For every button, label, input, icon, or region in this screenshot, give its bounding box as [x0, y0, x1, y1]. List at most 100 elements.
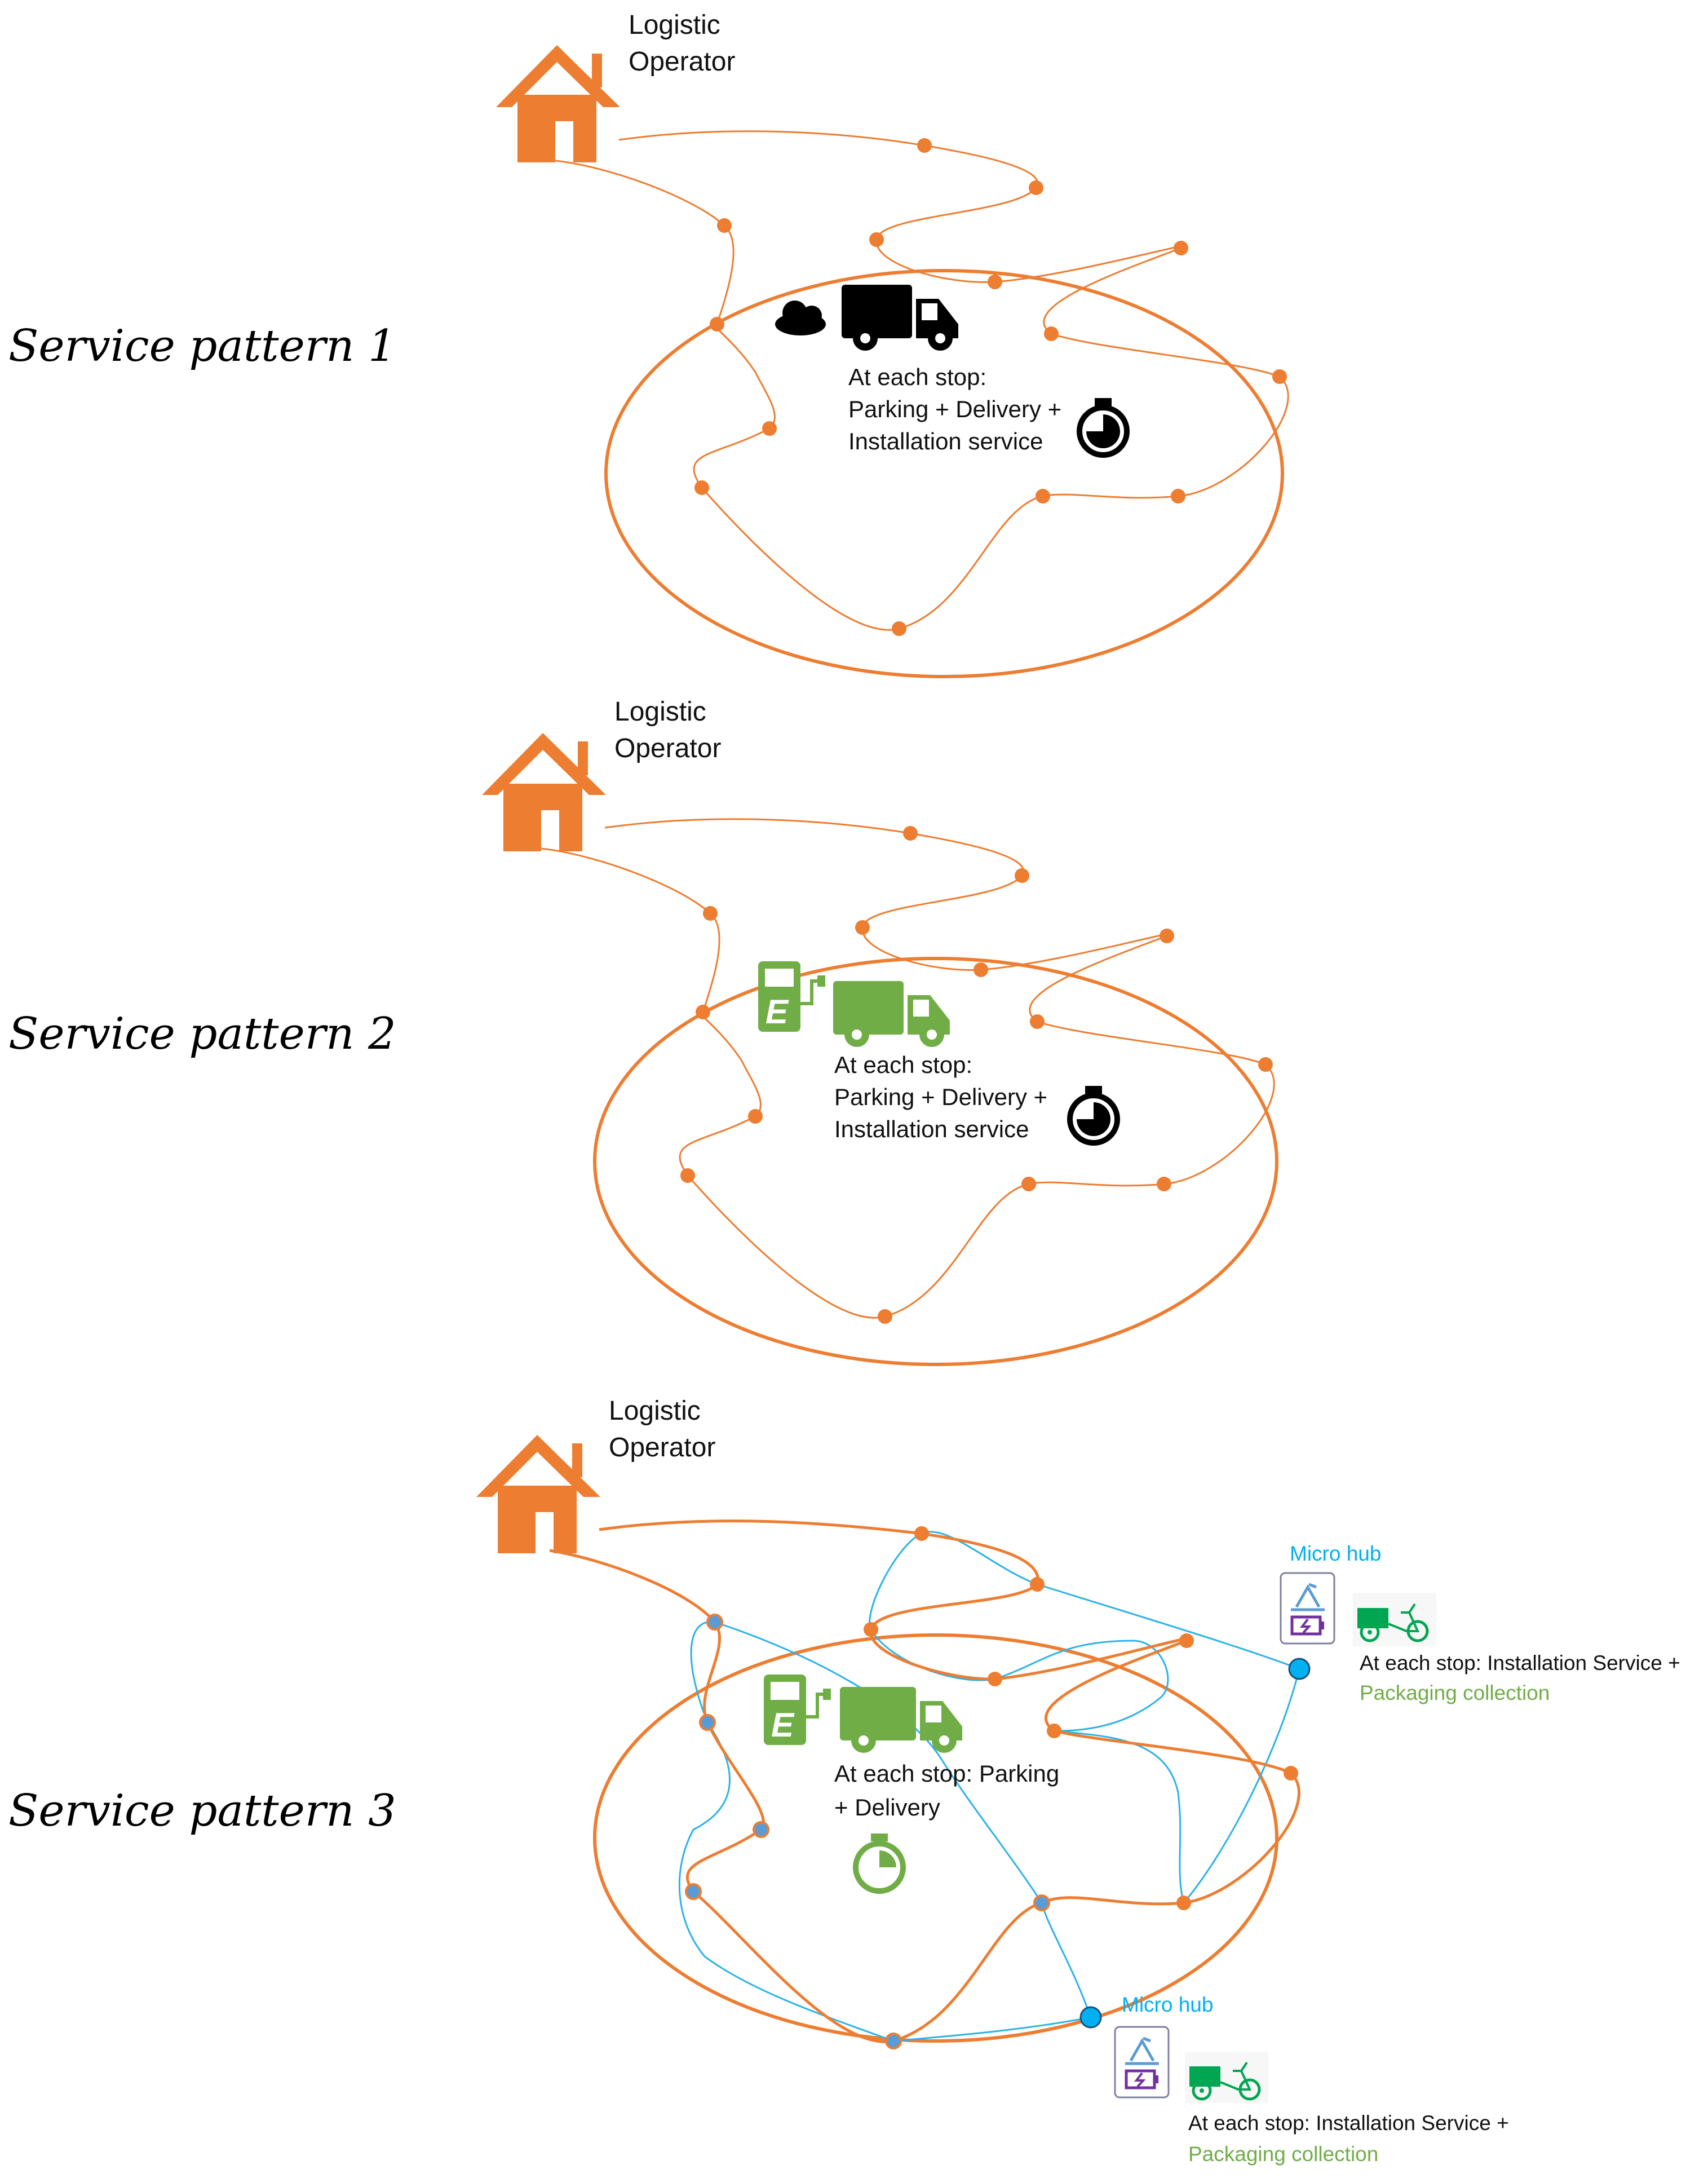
electric-truck-icon: [833, 981, 950, 1047]
stop-node: [988, 275, 1002, 289]
stop-node: [1015, 868, 1029, 883]
stop-description: At each stop: Parking + Delivery: [834, 1760, 1059, 1821]
stop-node: [1272, 369, 1287, 384]
operator-label-line1: Logistic: [609, 1396, 701, 1426]
delivery-route: [555, 130, 1289, 631]
cargo-bike-icon: [1185, 2052, 1268, 2103]
operator-label-line2: Operator: [614, 734, 721, 763]
stop-description: At each stop: Parking + Delivery + Insta…: [834, 1052, 1047, 1142]
micro-hub-stop-text: At each stop: Installation Service +: [1188, 2111, 1509, 2135]
stop-node: [1258, 1057, 1273, 1072]
stop-node: [864, 1622, 878, 1637]
svg-text:E: E: [771, 1706, 795, 1744]
stop-node: [710, 317, 724, 332]
operator-label-line1: Logistic: [629, 10, 720, 40]
warehouse-icon: [476, 1435, 600, 1553]
stop-node: [885, 2033, 902, 2049]
stop-node: [1044, 326, 1059, 341]
stop-node: [762, 421, 777, 436]
battery-charging-icon: [1290, 1615, 1324, 1636]
svg-text:E: E: [765, 993, 789, 1031]
stop-node: [748, 1109, 763, 1124]
diesel-truck-icon: [842, 285, 958, 351]
micro-hub-stop-text: At each stop: Installation Service +: [1360, 1651, 1680, 1675]
stop-node: [892, 621, 906, 636]
stop-node: [903, 826, 918, 841]
stop-node: [878, 1309, 892, 1324]
stop-text-line3: Installation service: [834, 1116, 1029, 1142]
micro-hub-node-2: [1079, 2006, 1102, 2029]
stop-node: [1160, 929, 1174, 943]
stop-node: [1176, 1896, 1191, 1910]
micro-hub-2: Micro hub At each stop: Installation: [1114, 1993, 1509, 2166]
stop-node: [753, 1821, 769, 1838]
stop-text-line2: Parking + Delivery +: [848, 396, 1061, 422]
stop-node: [685, 1883, 702, 1900]
stop-text-line1: At each stop: Parking: [834, 1760, 1059, 1787]
stop-node: [717, 218, 732, 233]
warehouse-icon: [496, 45, 620, 162]
stop-node: [1284, 1766, 1298, 1781]
stop-node: [696, 1005, 710, 1019]
operator-label-line2: Operator: [609, 1433, 715, 1463]
service-pattern-2: Service pattern 2 Logistic Operator: [8, 697, 1278, 1366]
stopwatch-icon-long: [1077, 398, 1130, 458]
stop-nodes: [680, 826, 1273, 1324]
warehouse-icon: [482, 733, 606, 851]
delivery-route: [541, 818, 1275, 1319]
stop-node: [974, 962, 988, 977]
packaging-collection-label: Packaging collection: [1360, 1681, 1550, 1704]
stop-node: [1021, 1177, 1036, 1191]
pattern-label: Service pattern 2: [8, 1009, 396, 1059]
stop-text-line2: + Delivery: [834, 1794, 940, 1821]
stop-node: [1174, 241, 1188, 255]
stop-node: [694, 480, 709, 495]
recycle-icon: [1125, 2036, 1159, 2065]
packaging-collection-label: Packaging collection: [1188, 2142, 1378, 2166]
cargo-bike-icon: [1353, 1593, 1436, 1646]
operator-label-line1: Logistic: [614, 697, 706, 727]
stop-node: [1029, 180, 1043, 195]
stop-text-line2: Parking + Delivery +: [834, 1084, 1047, 1110]
stop-node: [917, 138, 932, 153]
stop-node: [1179, 1633, 1194, 1648]
stop-node: [1047, 1724, 1061, 1738]
micro-hub-label: Micro hub: [1122, 1993, 1213, 2016]
service-area-boundary: [604, 269, 1284, 678]
service-pattern-3: Service pattern 3 Logistic Operator: [8, 1396, 1680, 2166]
stop-description: At each stop: Parking + Delivery + Insta…: [848, 364, 1061, 454]
stopwatch-icon-long: [1067, 1086, 1120, 1146]
stopwatch-icon-short: [853, 1834, 906, 1894]
stop-node: [706, 1614, 723, 1631]
battery-charging-icon: [1125, 2069, 1158, 2089]
micro-hub-1: Micro hub At each stop: Installation: [1280, 1542, 1680, 1704]
stop-node: [1036, 489, 1050, 503]
stop-node: [914, 1526, 929, 1541]
pattern-label: Service pattern 1: [8, 321, 396, 372]
stop-node: [1030, 1577, 1045, 1592]
pattern-label: Service pattern 3: [8, 1786, 396, 1836]
stop-nodes: [694, 138, 1287, 636]
stop-text-line1: At each stop:: [834, 1052, 972, 1078]
charging-station-icon: E: [764, 1675, 831, 1745]
operator-label-line2: Operator: [629, 47, 735, 77]
stop-node: [703, 906, 718, 921]
stop-node: [988, 1672, 1002, 1686]
stop-nodes: [685, 1526, 1298, 2049]
electric-truck-icon: [840, 1687, 962, 1753]
service-area-boundary: [593, 1633, 1278, 2043]
micro-hub-label: Micro hub: [1290, 1542, 1381, 1565]
stop-text-line3: Installation service: [848, 428, 1043, 454]
micro-hub-node-1: [1288, 1658, 1311, 1680]
service-pattern-1: Service pattern 1 Logistic Operator: [8, 10, 1289, 678]
recycle-icon: [1291, 1583, 1325, 1611]
stop-node: [680, 1168, 695, 1183]
stop-node: [1033, 1894, 1050, 1911]
stop-node: [1157, 1177, 1171, 1191]
stop-node: [869, 232, 884, 247]
stop-node: [699, 1714, 716, 1731]
stop-node: [1171, 489, 1185, 503]
service-area-boundary: [593, 957, 1278, 1366]
stop-node: [855, 920, 870, 935]
